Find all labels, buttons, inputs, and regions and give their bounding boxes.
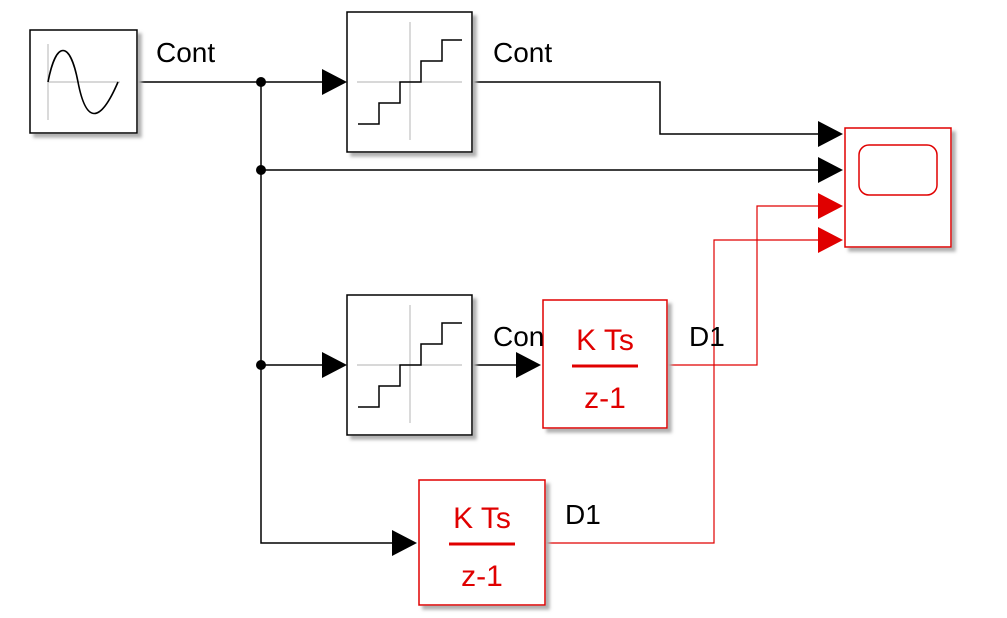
staircase-icon (357, 22, 462, 140)
integrator-denominator: z-1 (461, 560, 503, 593)
integrator-numerator: K Ts (576, 324, 634, 357)
signal-line[interactable] (667, 205, 818, 366)
staircase-icon (357, 305, 462, 423)
sine-wave-icon (47, 44, 120, 120)
signal-label-quantizer-mid-out: Con (493, 321, 544, 352)
integrator-numerator: K Ts (453, 502, 511, 535)
branch-points (256, 77, 266, 370)
arrowhead (516, 352, 541, 378)
discrete-arrows (818, 193, 843, 253)
branch-point (256, 165, 266, 175)
discrete-lines (545, 205, 818, 544)
arrowhead (818, 121, 843, 147)
branch-point (256, 360, 266, 370)
arrowhead (818, 193, 843, 219)
signal-label-integrator-bot-out: D1 (565, 499, 601, 530)
signal-label-sine-out: Cont (156, 37, 215, 68)
arrowhead (322, 69, 347, 95)
signal-line[interactable] (260, 82, 392, 544)
arrowhead (818, 157, 843, 183)
arrowhead (322, 352, 347, 378)
arrowhead (392, 530, 417, 556)
signal-label-integrator-mid-out: D1 (689, 321, 725, 352)
scope-screen-icon (858, 144, 938, 196)
integrator-denominator: z-1 (584, 382, 626, 415)
signal-line[interactable] (545, 239, 818, 544)
arrowhead (818, 227, 843, 253)
signal-label-quantizer-top-out: Cont (493, 37, 552, 68)
continuous-arrows (322, 69, 843, 556)
branch-point (256, 77, 266, 87)
continuous-lines (137, 81, 818, 544)
discrete-integrator-mid-block[interactable] (542, 299, 668, 429)
signal-line[interactable] (472, 81, 818, 135)
